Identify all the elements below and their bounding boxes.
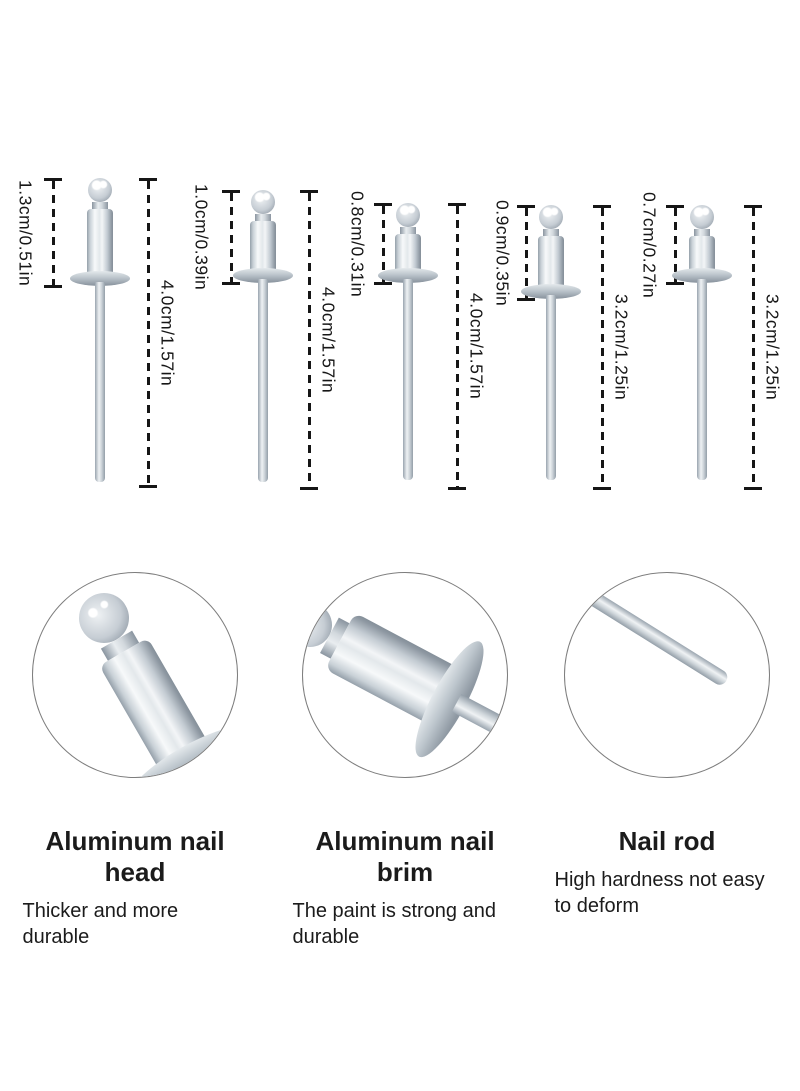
rivet-rod [258,279,268,482]
head-height-dimension-line [666,205,684,285]
total-length-label: 4.0cm/1.57in [157,279,178,387]
rivet-body [395,234,421,271]
rivet-rod [697,279,707,480]
head-height-dimension-line [44,178,62,288]
total-length-label: 4.0cm/1.57in [318,286,339,394]
rivet-neck [400,227,416,234]
total-length-dimension-line [139,178,157,488]
head-height-dimension-line [517,205,535,301]
feature-description: High hardness not easy to deform [554,869,765,917]
rivet-body [689,236,715,271]
feature-card-nail-brim: Aluminum nail brim The paint is strong a… [285,572,525,950]
feature-description: The paint is strong and durable [292,900,496,948]
total-length-label: 3.2cm/1.25in [611,294,632,401]
head-height-dimension-line [374,203,392,285]
nail-rod-zoom-circle [564,572,770,778]
nail-head-zoom-circle [32,572,238,778]
feature-title: Aluminum nail head [45,826,225,887]
rivet-body [538,236,564,287]
rivet-flange [521,284,581,299]
feature-title: Nail rod [618,826,716,856]
head-height-label: 1.3cm/0.51in [15,179,36,287]
rivet-rod [546,295,556,480]
rivet-neck [543,229,559,236]
rivet-body [87,209,113,274]
rivet-neck [255,214,271,221]
rivet-body [250,221,276,271]
rivet-ball-head [88,178,112,202]
nail-head-detail-image [37,573,237,777]
total-length-dimension-line [593,205,611,490]
feature-card-nail-rod: Nail rod High hardness not easy to defor… [547,572,787,919]
head-height-label: 0.8cm/0.31in [347,190,368,298]
nail-rod-detail-image [565,574,731,688]
rivet-illustration [378,203,438,480]
head-height-label: 1.0cm/0.39in [191,184,212,291]
rivet-rod [95,282,105,482]
rivet-rod [403,279,413,480]
rivet-illustration [233,190,293,482]
rivet-illustration [672,205,732,480]
head-height-label: 0.7cm/0.27in [639,191,660,299]
rivet-ball-head [690,205,714,229]
rivet-flange [233,268,293,283]
rivet-ball-head [251,190,275,214]
feature-title: Aluminum nail brim [315,826,495,887]
feature-card-nail-head: Aluminum nail head Thicker and more dura… [15,572,255,950]
rivet-ball-head [396,203,420,227]
nail-brim-detail-image [303,573,507,777]
rivet-flange [378,268,438,283]
total-length-dimension-line [448,203,466,490]
rivet-neck [92,202,108,209]
rivet-flange [70,271,130,286]
nail-brim-zoom-circle [302,572,508,778]
rivet-illustration [70,178,130,482]
rivet-illustration [521,205,581,480]
head-height-dimension-line [222,190,240,285]
rivet-rod [451,694,507,777]
total-length-label: 4.0cm/1.57in [466,293,487,400]
feature-description: Thicker and more durable [22,900,179,948]
total-length-dimension-line [300,190,318,490]
head-height-label: 0.9cm/0.35in [492,199,513,307]
total-length-label: 3.2cm/1.25in [762,294,783,401]
rivet-neck [694,229,710,236]
rivet-ball-head [539,205,563,229]
total-length-dimension-line [744,205,762,490]
rivet-flange [672,268,732,283]
